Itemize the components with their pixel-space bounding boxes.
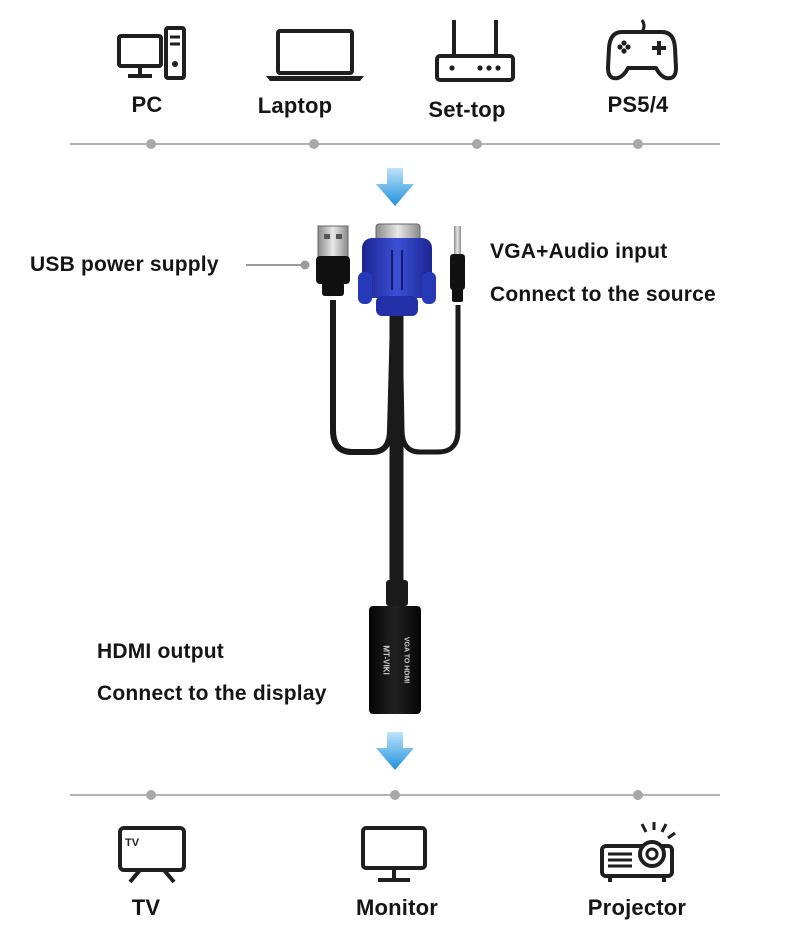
source-label-ps54: PS5/4 (607, 92, 669, 117)
projector-icon (598, 822, 678, 884)
source-dot (146, 139, 156, 149)
adapter-brand-text: MT-VIKI (381, 645, 391, 675)
usb-power-callout: USB power supply (30, 253, 219, 276)
svg-text:TV: TV (125, 837, 140, 849)
hdmi-subtitle: Connect to the display (97, 682, 327, 705)
source-label-set-top: Set-top (428, 97, 506, 122)
vga-audio-subtitle: Connect to the source (490, 283, 716, 306)
adapter-model-text: VGA TO HDMI (402, 636, 410, 684)
source-dot (633, 139, 643, 149)
source-label-pc: PC (131, 92, 163, 117)
display-dot (390, 790, 400, 800)
source-divider-line (70, 143, 720, 145)
set-top-box-icon (434, 18, 516, 84)
monitor-icon (360, 826, 428, 884)
hdmi-title: HDMI output (97, 640, 224, 663)
display-label-tv: TV (131, 895, 161, 920)
vga-audio-title: VGA+Audio input (490, 240, 668, 263)
usb-leader-dot (300, 260, 310, 270)
display-label-monitor: Monitor (355, 895, 439, 920)
display-label-projector: Projector (587, 895, 687, 920)
source-label-laptop: Laptop (257, 93, 333, 118)
laptop-icon (264, 28, 366, 84)
tv-icon: TV (118, 826, 186, 884)
usb-leader-line (246, 264, 304, 266)
display-dot (146, 790, 156, 800)
down-arrow-icon (374, 166, 416, 213)
display-dot (633, 790, 643, 800)
gamepad-icon (606, 18, 678, 84)
source-dot (309, 139, 319, 149)
down-arrow-icon (374, 730, 416, 777)
desktop-pc-icon (116, 26, 188, 82)
source-dot (472, 139, 482, 149)
